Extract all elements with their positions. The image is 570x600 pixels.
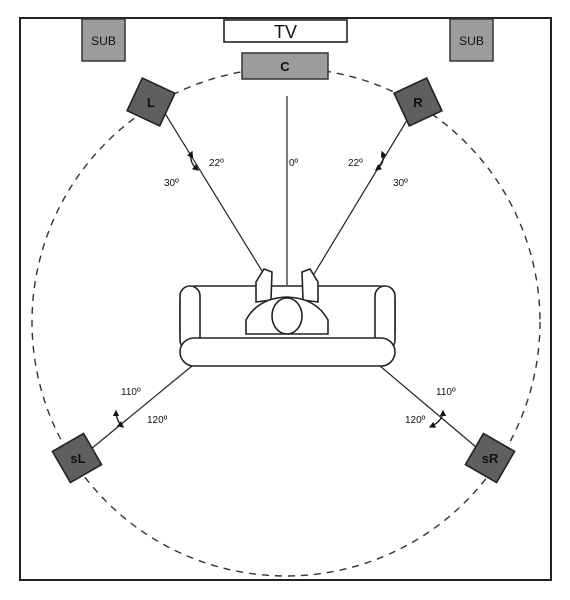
front-right-angle-arrow: [374, 150, 387, 171]
angle-label-front-right-inner: 22º: [348, 158, 363, 169]
front-right-speaker: [393, 77, 443, 127]
center-speaker: [241, 52, 329, 80]
surround-left-speaker: [51, 432, 103, 484]
sofa-seat: [179, 337, 396, 367]
angle-label-surround-left-inner: 110º: [121, 387, 141, 398]
tv-label: TV: [274, 22, 297, 42]
angle-label-surround-right-inner: 110º: [436, 387, 456, 398]
surround-left-angle-arrow: [112, 409, 124, 428]
listener: [245, 268, 329, 335]
subwoofer-left-label: SUB: [91, 34, 116, 48]
listener-head: [271, 297, 303, 335]
surround-left-line: [79, 365, 193, 459]
surround-right-angle-arrow: [428, 409, 447, 428]
angle-label-front-right-outer: 30º: [393, 178, 408, 189]
front-right-speaker-label: R: [413, 95, 423, 110]
surround-left-speaker-label: sL: [70, 451, 85, 466]
angle-label-front-left-outer: 30º: [164, 178, 179, 189]
angle-label-center: 0º: [289, 158, 299, 169]
subwoofer-left: [81, 18, 126, 62]
angle-label-front-left-inner: 22º: [209, 158, 224, 169]
tv-screen: [223, 19, 348, 43]
center-speaker-label: C: [280, 59, 290, 74]
front-left-speaker: [126, 77, 176, 127]
front-left-line: [157, 101, 271, 285]
angle-label-surround-left-outer: 120º: [147, 415, 168, 426]
subwoofer-right: [449, 18, 494, 62]
front-left-angle-arrow: [187, 150, 200, 171]
surround-right-speaker-label: sR: [482, 451, 499, 466]
angle-label-surround-right-outer: 120º: [405, 415, 426, 426]
front-left-speaker-label: L: [147, 95, 155, 110]
front-right-line: [307, 101, 419, 285]
surround-right-speaker: [464, 432, 516, 484]
subwoofer-right-label: SUB: [459, 34, 484, 48]
